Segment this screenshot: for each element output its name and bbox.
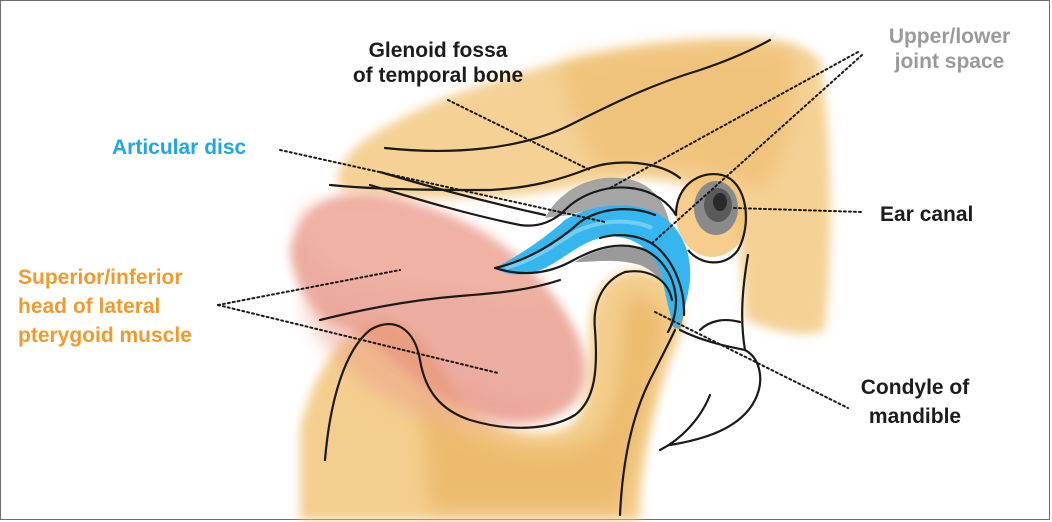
- lateral-pterygoid-label: Superior/inferior head of lateral pteryg…: [18, 265, 192, 348]
- lateral-pterygoid-label-line-1: Superior/inferior: [18, 265, 192, 290]
- articular-disc-label: Articular disc: [112, 135, 246, 160]
- condyle-label: Condyle of mandible: [840, 375, 990, 429]
- condyle-label-line-1: Condyle of: [840, 375, 990, 400]
- ear-canal-label: Ear canal: [880, 202, 973, 227]
- glenoid-fossa-label-line-1: Glenoid fossa: [338, 38, 538, 63]
- joint-space-label: Upper/lower joint space: [862, 24, 1037, 74]
- lateral-pterygoid-label-line-3: pterygoid muscle: [18, 323, 192, 348]
- lateral-pterygoid-label-line-2: head of lateral: [18, 294, 192, 319]
- ear-canal-shape: [676, 173, 748, 262]
- glenoid-fossa-label-line-2: of temporal bone: [338, 63, 538, 88]
- condyle-label-line-2: mandible: [840, 404, 990, 429]
- joint-space-label-line-1: Upper/lower: [862, 24, 1037, 49]
- joint-space-label-line-2: joint space: [862, 49, 1037, 74]
- glenoid-fossa-label: Glenoid fossa of temporal bone: [338, 38, 538, 88]
